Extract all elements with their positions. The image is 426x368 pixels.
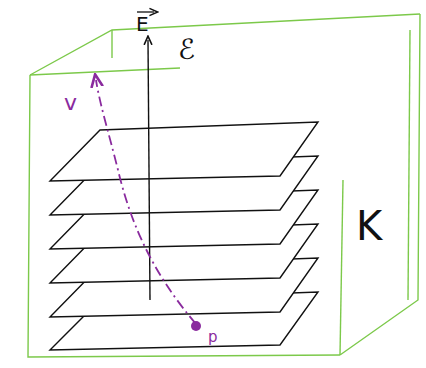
point-symbol: p <box>208 330 218 345</box>
region-symbol: ℰ <box>178 36 195 64</box>
vector-arrow <box>137 11 154 12</box>
volume-symbol: K <box>356 206 382 246</box>
field-symbol: E <box>136 14 149 34</box>
equipotential-planes <box>50 122 318 350</box>
volume-box <box>28 14 420 357</box>
field-arrow <box>148 40 150 300</box>
point-p <box>191 321 201 331</box>
trajectory <box>96 80 196 324</box>
velocity-symbol: v <box>64 92 77 114</box>
